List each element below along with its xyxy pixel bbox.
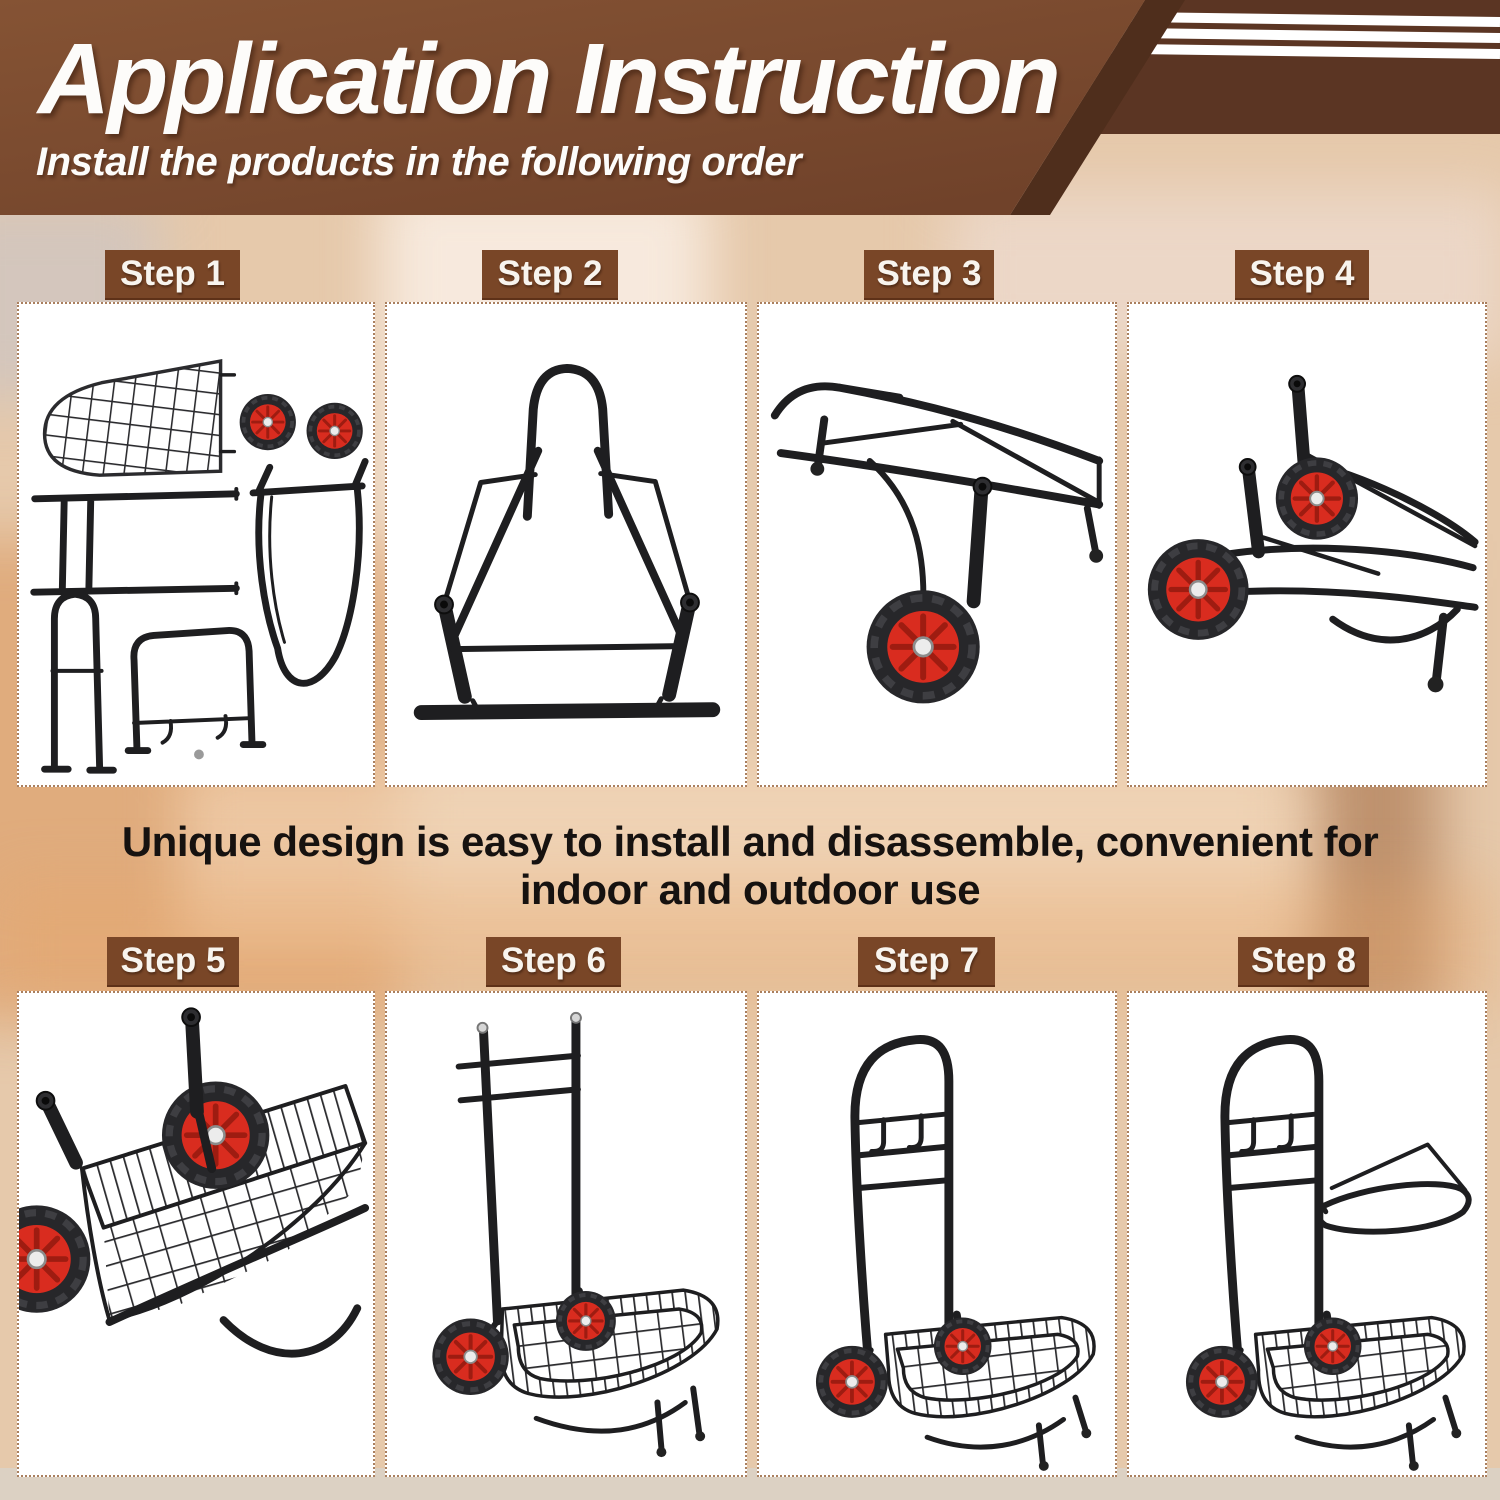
h-frame-part bbox=[30, 490, 240, 596]
socket-posts bbox=[41, 1014, 204, 1170]
step-7-panel bbox=[757, 991, 1117, 1477]
page-title: Application Instruction bbox=[38, 23, 1061, 135]
vertical-poles bbox=[479, 1016, 581, 1326]
step-8-label: Step 8 bbox=[1238, 937, 1369, 987]
socket-post bbox=[966, 481, 989, 609]
red-wheel-icon bbox=[19, 1205, 90, 1312]
step-6-upright-illustration bbox=[387, 1011, 720, 1458]
red-wheel-icon bbox=[931, 1315, 994, 1377]
step-1-parts-illustration bbox=[30, 359, 369, 774]
basket-wall-mesh bbox=[501, 1290, 718, 1398]
socket-posts bbox=[438, 598, 696, 704]
step-1-panel bbox=[17, 302, 375, 787]
step-8-panel bbox=[1127, 991, 1487, 1477]
step-8-complete-cart-illustration bbox=[1129, 1035, 1472, 1471]
red-wheel-icon bbox=[1186, 1346, 1258, 1418]
step-6-panel bbox=[385, 991, 747, 1477]
red-wheel-icon bbox=[432, 1318, 508, 1394]
red-wheel-icon bbox=[1148, 539, 1249, 640]
step-1-label: Step 1 bbox=[105, 250, 240, 300]
step-5-label: Step 5 bbox=[107, 937, 239, 987]
socket-posts bbox=[1242, 381, 1311, 559]
saddle-rack-brace bbox=[1329, 1142, 1468, 1192]
step-4-label: Step 4 bbox=[1235, 250, 1369, 300]
u-frame-part bbox=[249, 457, 369, 687]
curved-handle bbox=[850, 1035, 954, 1393]
small-frame-part bbox=[130, 627, 256, 754]
wire-basket-part bbox=[42, 359, 223, 477]
step-5-basket-illustration bbox=[19, 1007, 370, 1358]
red-wheel-icon bbox=[237, 392, 298, 453]
red-wheel-icon bbox=[162, 1081, 269, 1188]
step-4-panel bbox=[1127, 302, 1487, 787]
red-wheel-icon bbox=[304, 400, 365, 461]
header-banner bbox=[0, 0, 1500, 215]
step-3-panel bbox=[757, 302, 1117, 787]
banner-shape bbox=[0, 0, 1145, 215]
step-2-label: Step 2 bbox=[482, 250, 618, 300]
red-wheel-icon bbox=[1301, 1315, 1364, 1377]
middle-note: Unique design is easy to install and dis… bbox=[0, 818, 1500, 914]
crossbars bbox=[455, 1052, 581, 1104]
saddle-rack-hoop bbox=[1315, 1181, 1472, 1235]
red-wheel-icon bbox=[867, 590, 980, 703]
step-7-label: Step 7 bbox=[858, 937, 995, 987]
step-7-handle-illustration bbox=[759, 1035, 1096, 1471]
screw-part bbox=[194, 749, 204, 760]
middle-note-line1: Unique design is easy to install and dis… bbox=[121, 818, 1379, 865]
crossbars bbox=[1224, 1143, 1323, 1191]
step-4-two-wheels-illustration bbox=[1129, 374, 1479, 693]
middle-note-line2: indoor and outdoor use bbox=[519, 866, 981, 913]
red-wheel-icon bbox=[1276, 457, 1358, 539]
step-3-label: Step 3 bbox=[864, 250, 994, 300]
step-3-one-wheel-illustration bbox=[770, 382, 1104, 785]
crossbars bbox=[854, 1143, 953, 1191]
curved-handle bbox=[1220, 1035, 1324, 1393]
arch-handle bbox=[522, 364, 614, 521]
tall-u-frame-part bbox=[50, 590, 104, 772]
page-subtitle: Install the products in the following or… bbox=[36, 140, 802, 184]
banner-edge-shadow bbox=[1010, 0, 1185, 215]
red-wheel-icon bbox=[816, 1346, 888, 1418]
step-6-label: Step 6 bbox=[486, 937, 621, 987]
step-2-base-frame-illustration bbox=[413, 364, 721, 721]
red-wheel-icon bbox=[556, 1291, 616, 1351]
step-2-panel bbox=[385, 302, 747, 787]
bottom-bar bbox=[413, 702, 721, 721]
basket-floor-mesh bbox=[103, 1143, 366, 1321]
step-5-panel bbox=[17, 991, 375, 1477]
